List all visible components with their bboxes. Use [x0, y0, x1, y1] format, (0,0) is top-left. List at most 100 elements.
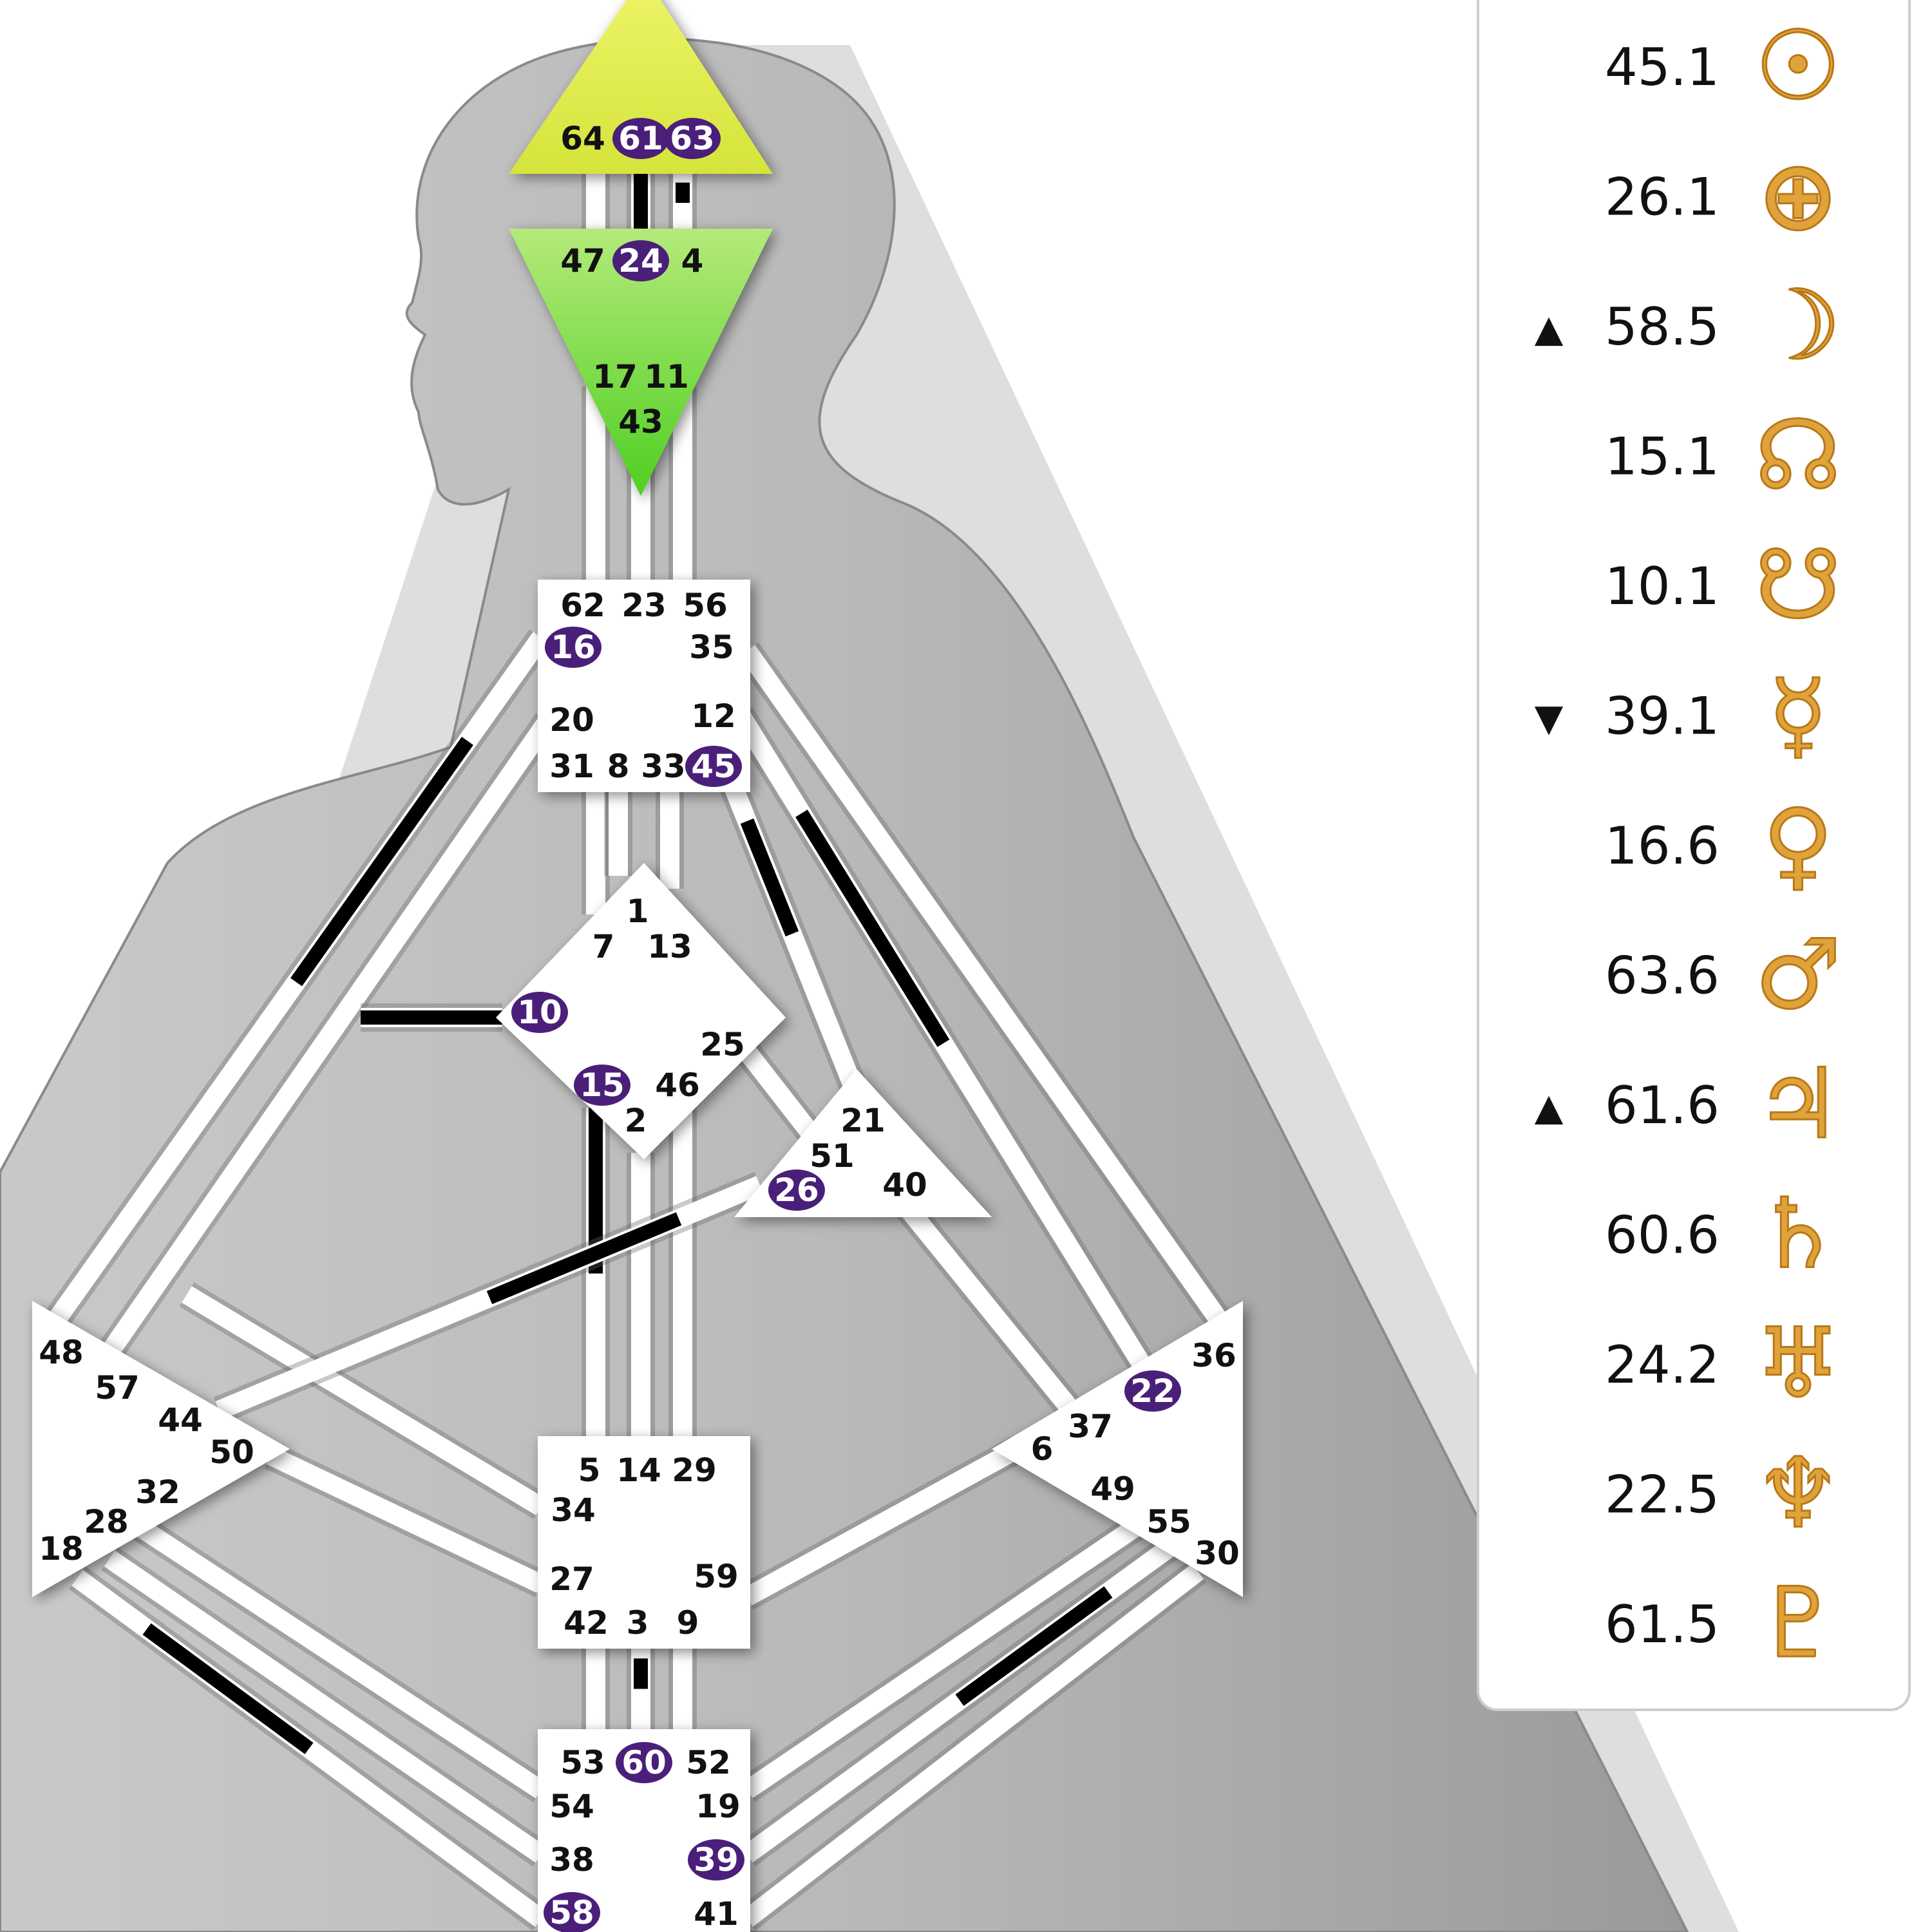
gate-59[interactable]: 59: [694, 1558, 739, 1595]
gate-41[interactable]: 41: [694, 1895, 739, 1932]
gate-24[interactable]: 24: [612, 240, 669, 281]
planet-value: 60.6: [1605, 1206, 1719, 1265]
gate-23[interactable]: 23: [621, 587, 667, 624]
gate-58[interactable]: 58: [544, 1892, 600, 1932]
gate-48[interactable]: 48: [39, 1334, 84, 1371]
planet-value: 10.1: [1605, 556, 1719, 616]
gate-29[interactable]: 29: [672, 1452, 717, 1489]
south-node-icon: ☋: [1755, 529, 1841, 641]
gate-37[interactable]: 37: [1068, 1408, 1113, 1445]
gate-22-label: 22: [1130, 1372, 1175, 1410]
gate-33[interactable]: 33: [641, 748, 686, 785]
gate-18[interactable]: 18: [39, 1530, 84, 1567]
gate-53[interactable]: 53: [560, 1744, 605, 1781]
gate-1[interactable]: 1: [627, 893, 649, 930]
gate-58-label: 58: [549, 1894, 594, 1931]
gate-38-label: 38: [549, 1841, 594, 1879]
gate-20-label: 20: [549, 701, 594, 739]
gate-50[interactable]: 50: [209, 1434, 254, 1471]
gate-10-label: 10: [517, 994, 562, 1031]
mercury-icon: ☿: [1768, 659, 1828, 772]
gate-49[interactable]: 49: [1090, 1470, 1135, 1508]
gate-44[interactable]: 44: [158, 1401, 203, 1439]
gate-40[interactable]: 40: [882, 1166, 927, 1204]
gate-34-label: 34: [551, 1492, 596, 1529]
planet-list: 45.1☉26.1⊕▲58.5☽15.1☊10.1☋▼39.1☿16.6♀63.…: [1535, 10, 1842, 1681]
gate-36[interactable]: 36: [1191, 1337, 1236, 1374]
neptune-icon: ♆: [1755, 1438, 1841, 1550]
gate-12[interactable]: 12: [691, 697, 736, 735]
channel-35-36: [735, 642, 1235, 1335]
gate-51-label: 51: [810, 1137, 855, 1175]
gate-13[interactable]: 13: [647, 928, 692, 965]
gate-3[interactable]: 3: [627, 1604, 649, 1642]
channel-18-58: [68, 1566, 550, 1931]
gate-47[interactable]: 47: [560, 242, 605, 279]
gate-11[interactable]: 11: [644, 358, 689, 395]
gate-5[interactable]: 5: [578, 1452, 601, 1489]
planet-row: 24.2♅: [1605, 1307, 1842, 1421]
gate-45[interactable]: 45: [685, 746, 742, 787]
gate-62[interactable]: 62: [560, 587, 605, 624]
gate-60[interactable]: 60: [616, 1742, 672, 1783]
gate-54[interactable]: 54: [549, 1788, 594, 1825]
gate-57[interactable]: 57: [95, 1369, 140, 1406]
gate-26[interactable]: 26: [768, 1170, 825, 1211]
sun-icon: ☉: [1755, 10, 1841, 122]
gate-17[interactable]: 17: [592, 358, 638, 395]
gate-32[interactable]: 32: [135, 1473, 180, 1511]
gate-30[interactable]: 30: [1195, 1535, 1240, 1572]
gate-61[interactable]: 61: [612, 118, 669, 159]
gate-58-marker: [544, 1892, 600, 1932]
gate-14[interactable]: 14: [616, 1452, 661, 1489]
gate-9[interactable]: 9: [677, 1604, 699, 1642]
channel-16-48: [40, 629, 553, 1335]
gate-15[interactable]: 15: [574, 1065, 630, 1106]
gate-51[interactable]: 51: [810, 1137, 855, 1175]
planet-row: 15.1☊: [1605, 399, 1842, 513]
gate-22[interactable]: 22: [1124, 1370, 1181, 1412]
planet-direction-arrow: ▲: [1535, 307, 1564, 350]
gate-7[interactable]: 7: [592, 928, 615, 965]
gate-4[interactable]: 4: [681, 242, 704, 279]
gate-62-label: 62: [560, 587, 605, 624]
gate-42[interactable]: 42: [564, 1604, 609, 1642]
gate-16-label: 16: [551, 629, 596, 666]
planet-value: 39.1: [1605, 687, 1719, 746]
gate-34[interactable]: 34: [551, 1492, 596, 1529]
gate-21[interactable]: 21: [840, 1102, 886, 1139]
gate-31[interactable]: 31: [549, 748, 594, 785]
planet-value: 22.5: [1605, 1465, 1719, 1525]
gate-39[interactable]: 39: [688, 1839, 744, 1880]
gate-2[interactable]: 2: [625, 1102, 647, 1139]
gate-43[interactable]: 43: [618, 403, 663, 440]
gate-10[interactable]: 10: [511, 992, 568, 1033]
gate-27[interactable]: 27: [549, 1560, 594, 1598]
gate-63[interactable]: 63: [664, 118, 721, 159]
gate-55-label: 55: [1146, 1503, 1191, 1540]
gate-20[interactable]: 20: [549, 701, 594, 739]
gate-46-label: 46: [655, 1066, 700, 1104]
gate-52[interactable]: 52: [686, 1744, 731, 1781]
gate-28[interactable]: 28: [84, 1503, 129, 1540]
planet-row: 22.5 ♆: [1605, 1437, 1842, 1551]
gate-6[interactable]: 6: [1031, 1430, 1054, 1468]
sacral-center: [538, 1436, 750, 1649]
gate-38[interactable]: 38: [549, 1841, 594, 1879]
gate-64[interactable]: 64: [560, 120, 605, 157]
body-silhouette: [0, 37, 1739, 1932]
planet-value: 24.2: [1605, 1335, 1719, 1395]
planet-row: ▲58.5☽: [1535, 269, 1842, 383]
gate-19[interactable]: 19: [696, 1788, 741, 1825]
gate-35[interactable]: 35: [689, 629, 734, 666]
jupiter-icon: ♃: [1755, 1048, 1841, 1160]
gate-8[interactable]: 8: [607, 748, 630, 785]
gate-7-label: 7: [592, 928, 615, 965]
gate-56[interactable]: 56: [683, 587, 728, 624]
gate-25[interactable]: 25: [700, 1026, 745, 1063]
gate-31-label: 31: [549, 748, 594, 785]
gate-16[interactable]: 16: [545, 627, 601, 668]
gate-55[interactable]: 55: [1146, 1503, 1191, 1540]
planet-row: 61.5♇: [1605, 1567, 1842, 1681]
gate-46[interactable]: 46: [655, 1066, 700, 1104]
